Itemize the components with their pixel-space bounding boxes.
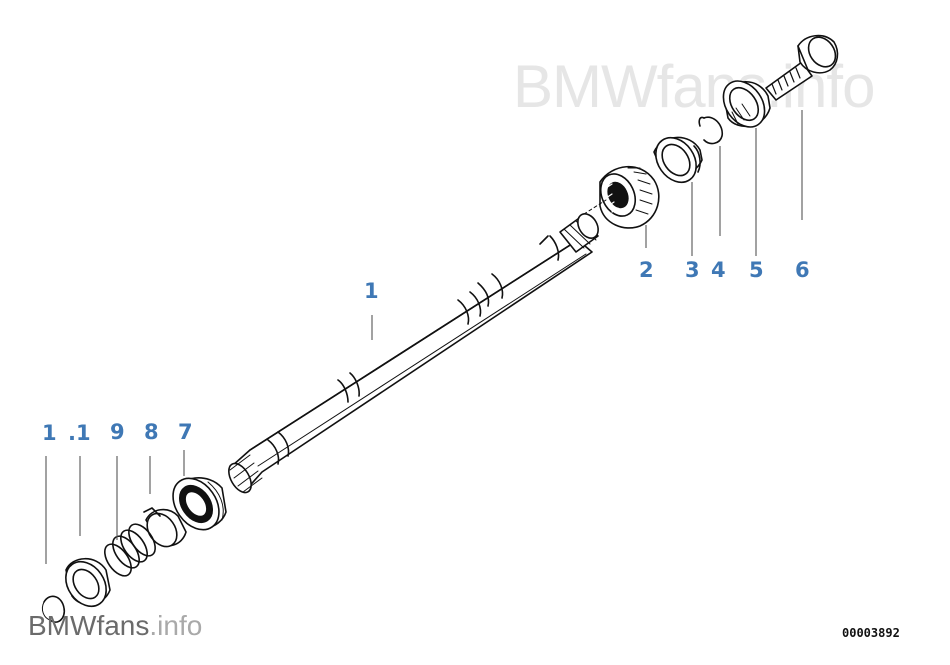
leader-lines [45,110,803,564]
callout-spring: 9 [110,420,125,444]
callout-ring-main: 1 [42,421,57,445]
callout-seal: 7 [178,420,193,444]
watermark-brand: BMW [28,610,97,641]
splined-gear [583,165,660,229]
callout-gear: 2 [639,258,654,282]
watermark-tld: .info [149,610,203,641]
callout-bolt: 6 [795,258,810,282]
outer-bearing [722,80,771,128]
watermark-bottom: BMWfans.info [28,610,202,642]
callout-thrust-washer: 8 [144,420,159,444]
snap-ring [41,595,66,623]
thrust-washer [143,507,187,548]
shaft-seal [172,477,227,531]
watermark-site: fans [96,610,150,641]
callout-ring-sub: .1 [68,421,91,445]
callout-outer-bearing: 5 [749,258,764,282]
bearing-ring [65,557,111,608]
drive-shaft [228,213,599,494]
flange-bolt [765,34,839,101]
needle-bearing [653,136,703,184]
diagram-code: 00003892 [842,626,900,640]
callout-bearing: 3 [685,258,700,282]
callout-shaft: 1 [364,279,379,303]
callout-circlip: 4 [711,258,726,282]
coil-spring [104,523,156,577]
circlip [698,116,724,145]
